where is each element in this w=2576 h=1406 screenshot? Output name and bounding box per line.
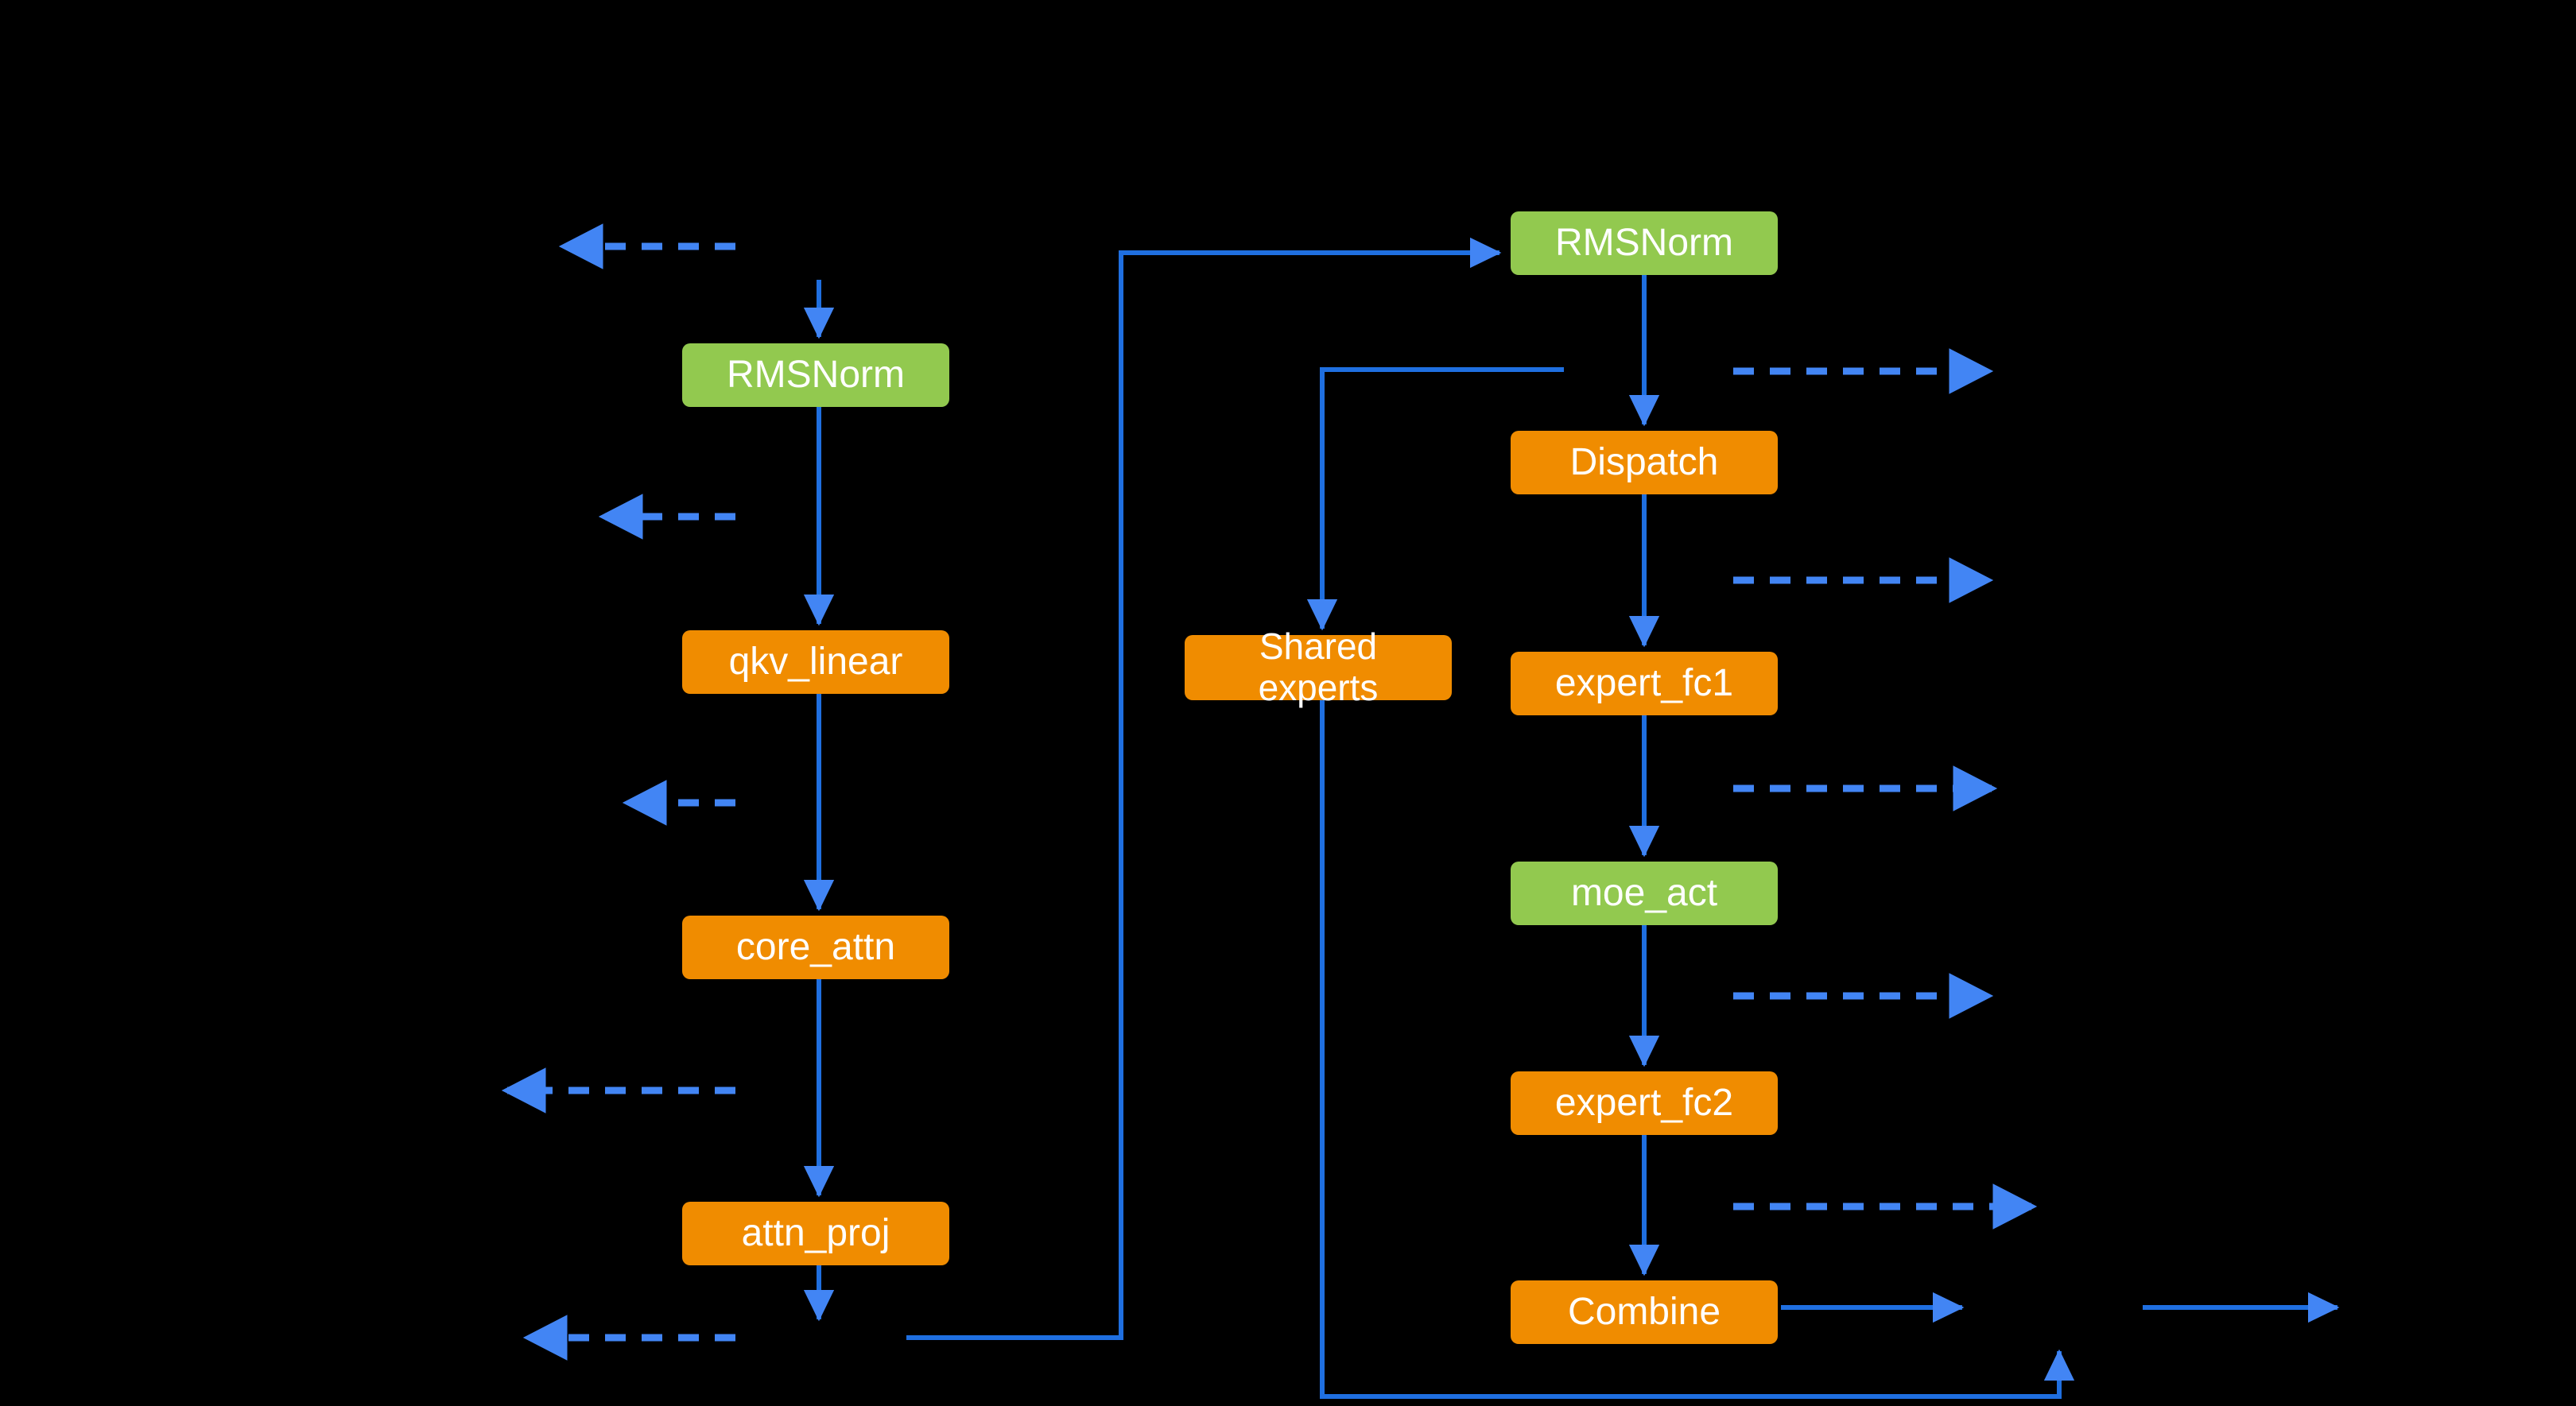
- node-attn_proj[interactable]: attn_proj: [682, 1202, 949, 1265]
- node-qkv_linear[interactable]: qkv_linear: [682, 630, 949, 694]
- node-label-qkv_linear: qkv_linear: [728, 641, 903, 684]
- node-label-shared_experts: Shared experts: [1258, 626, 1379, 708]
- node-label-expert_fc1: expert_fc1: [1554, 662, 1734, 705]
- node-dispatch[interactable]: Dispatch: [1511, 431, 1778, 494]
- node-label-core_attn: core_attn: [735, 926, 896, 969]
- node-shared_experts[interactable]: Shared experts: [1185, 626, 1452, 708]
- node-moe_act[interactable]: moe_act: [1511, 862, 1778, 925]
- node-label-expert_fc2: expert_fc2: [1554, 1082, 1734, 1125]
- edge-attn-proj-to-rmsnorm-moe: [906, 237, 1502, 1340]
- node-rmsnorm_attn[interactable]: RMSNorm: [682, 343, 949, 407]
- node-label-attn_proj: attn_proj: [741, 1212, 890, 1255]
- node-label-moe_act: moe_act: [1570, 872, 1718, 915]
- node-label-rmsnorm_moe: RMSNorm: [1555, 222, 1733, 265]
- node-combine[interactable]: Combine: [1511, 1280, 1778, 1344]
- node-core_attn[interactable]: core_attn: [682, 916, 949, 979]
- dashed-edge-group: [501, 223, 2038, 1361]
- node-expert_fc1[interactable]: expert_fc1: [1511, 652, 1778, 715]
- solid-edge-group: [803, 237, 2340, 1399]
- node-label-combine: Combine: [1567, 1291, 1721, 1334]
- node-label-rmsnorm_attn: RMSNorm: [727, 354, 905, 397]
- edge-to-shared-experts: [1306, 367, 1564, 631]
- node-rmsnorm_moe[interactable]: RMSNorm: [1511, 211, 1778, 275]
- node-expert_fc2[interactable]: expert_fc2: [1511, 1071, 1778, 1135]
- node-label-dispatch: Dispatch: [1569, 441, 1719, 484]
- edge-shared-to-merge: [1320, 700, 2075, 1399]
